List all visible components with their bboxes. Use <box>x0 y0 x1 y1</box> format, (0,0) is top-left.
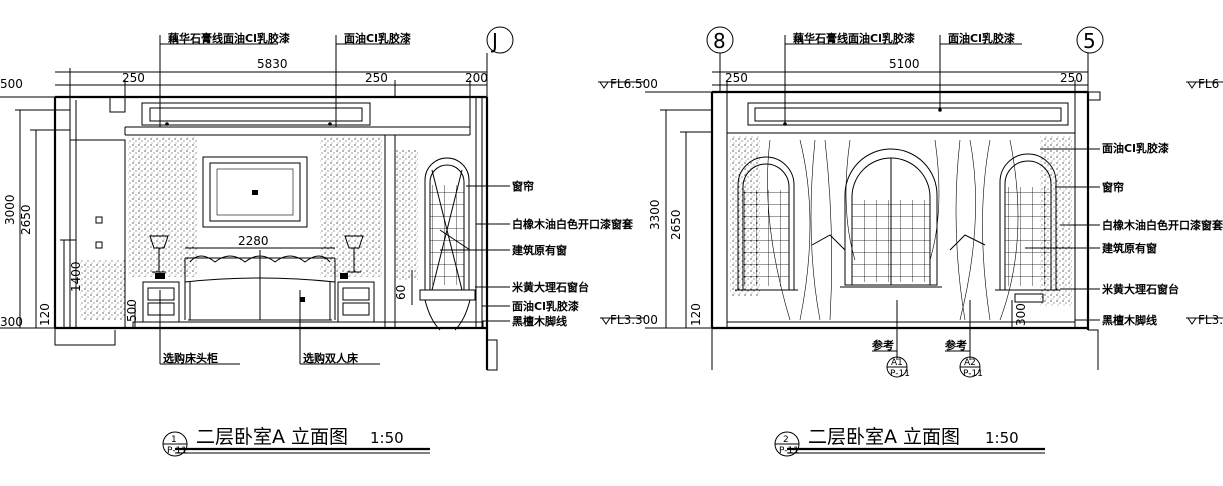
left-floor-texture <box>80 260 125 320</box>
left-title: 二层卧室A 立面图 <box>196 426 348 448</box>
left-label-top2: 面油Cl乳胶漆 <box>344 31 411 45</box>
left-label-nightstand: 选购床头柜 <box>163 351 218 365</box>
left-window-texture <box>396 150 418 280</box>
left-room-outline <box>53 95 498 371</box>
right-ref2-code: A2 <box>964 358 976 368</box>
right-reference-a1 <box>872 350 908 378</box>
right-level-top-right: FL6 <box>1198 77 1219 91</box>
left-bed <box>184 250 336 321</box>
left-dim-total: 5830 <box>257 57 288 71</box>
left-title-block <box>162 431 430 457</box>
right-label-curtain: 窗帘 <box>1102 180 1124 194</box>
right-label-top2: 面油Cl乳胶漆 <box>948 31 1015 45</box>
left-scale: 1:50 <box>370 429 404 447</box>
right-label-sill: 米黄大理石窗台 <box>1101 282 1179 296</box>
right-dim-total: 5100 <box>889 57 920 71</box>
right-scale: 1:50 <box>985 429 1019 447</box>
right-dim-seg-left: 250 <box>725 71 748 85</box>
right-dim-2650: 2650 <box>669 209 683 240</box>
left-dim-120: 120 <box>38 303 52 326</box>
right-level-markers <box>598 81 1223 329</box>
right-ref2-label: 参考 <box>945 338 967 352</box>
right-title-sheet: P-11 <box>779 446 799 456</box>
left-switch <box>95 216 103 224</box>
left-grid-bubble <box>486 26 514 68</box>
left-dim-bed-width: 2280 <box>238 234 269 248</box>
right-level-bottom-right: FL3. <box>1198 313 1223 327</box>
left-dim-3000: 3000 <box>3 194 17 225</box>
right-arched-window-right <box>995 153 1060 291</box>
right-label-window: 建筑原有窗 <box>1102 241 1157 255</box>
right-title: 二层卧室A 立面图 <box>808 426 960 448</box>
left-top-dimensions <box>55 35 488 127</box>
left-dim-level-top: 500 <box>0 77 23 91</box>
right-skirting <box>726 321 1076 329</box>
left-dim-seg-mid: 250 <box>365 71 388 85</box>
left-dim-seg-right: 200 <box>465 71 488 85</box>
right-label-skirting: 黑檀木脚线 <box>1102 313 1157 327</box>
right-dim-3300: 3300 <box>648 199 662 230</box>
left-title-index: 1 <box>171 435 177 445</box>
left-dim-2650: 2650 <box>19 204 33 235</box>
left-leaders <box>159 43 510 365</box>
left-wall-texture-2 <box>320 137 382 277</box>
left-arched-window <box>419 157 476 331</box>
right-grid-bubbles <box>706 26 1104 58</box>
right-level-top: FL6.500 <box>610 77 658 91</box>
right-vertical-dimensions <box>660 109 1013 328</box>
right-arched-window-left <box>735 156 798 291</box>
right-elevation: 5100 250 250 FL6.500 FL3.300 FL6 FL3. 33… <box>598 26 1223 457</box>
right-grid-label-right: 5 <box>1083 29 1096 53</box>
left-title-sheet: P-11 <box>167 446 187 456</box>
right-dim-seg-right: 250 <box>1060 71 1083 85</box>
left-label-curtain: 窗帘 <box>512 179 534 193</box>
right-title-block <box>774 431 1045 457</box>
left-dim-300: 300 <box>0 315 23 329</box>
right-leaders <box>785 43 1100 360</box>
right-label-wall: 面油Cl乳胶漆 <box>1102 141 1169 155</box>
right-reference-a2 <box>945 350 981 378</box>
left-elevation: 5830 250 250 200 500 2280 3000 2650 1400… <box>0 26 634 457</box>
right-level-bottom: FL3.300 <box>610 313 658 327</box>
left-wall-texture <box>128 137 198 277</box>
left-label-skirting: 黑檀木脚线 <box>512 314 567 328</box>
right-top-dimensions <box>712 35 1089 124</box>
right-ceiling-cornice <box>747 102 1069 126</box>
left-label-wall: 面油Cl乳胶漆 <box>512 299 579 313</box>
left-dim-500: 500 <box>125 299 139 322</box>
left-label-sill: 米黄大理石窗台 <box>511 280 589 294</box>
left-label-window: 建筑原有窗 <box>512 243 567 257</box>
left-dim-60: 60 <box>394 285 408 300</box>
left-socket <box>95 241 103 249</box>
right-ref1-code: A1 <box>891 358 903 368</box>
left-ceiling-cornice <box>141 102 371 126</box>
right-ref1-sheet: P-11 <box>890 369 910 379</box>
right-label-frame: 白橡木油白色开口漆窗套 <box>1102 218 1223 232</box>
right-dim-120: 120 <box>689 303 703 326</box>
right-title-index: 2 <box>783 435 789 445</box>
left-label-bed: 选购双人床 <box>303 351 359 365</box>
left-label-top1: 藕华石膏线面油Cl乳胶漆 <box>167 31 290 45</box>
right-ref2-sheet: P-11 <box>963 369 983 379</box>
left-dim-seg-left: 250 <box>122 71 145 85</box>
left-label-frame: 白橡木油白色开口漆窗套 <box>512 217 634 231</box>
left-grid-label: J <box>490 29 498 53</box>
right-outlet <box>1014 293 1044 303</box>
right-curtains <box>767 139 1019 321</box>
left-vertical-dimensions <box>0 96 413 329</box>
right-room-outline <box>710 90 1101 370</box>
right-dim-300: 300 <box>1014 303 1028 326</box>
right-ref1-label: 参考 <box>872 338 894 352</box>
left-dim-1400: 1400 <box>69 261 83 292</box>
right-grid-label-left: 8 <box>713 29 726 53</box>
left-skirting <box>132 321 484 329</box>
right-label-top1: 藕华石膏线面油Cl乳胶漆 <box>792 31 915 45</box>
left-wall-painting <box>202 156 308 228</box>
right-arched-window-center <box>840 148 942 288</box>
